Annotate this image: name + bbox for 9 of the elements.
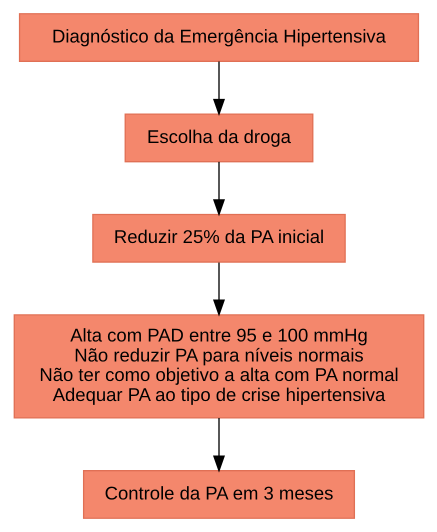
arrow xyxy=(212,62,225,116)
node-box: Escolha da droga xyxy=(124,113,313,162)
node-box: Controle da PA em 3 meses xyxy=(82,470,355,519)
arrow xyxy=(212,262,225,317)
node-box: Diagnóstico da Emergência Hipertensiva xyxy=(18,13,419,62)
node-box: Reduzir 25% da PA inicial xyxy=(92,214,346,263)
arrow xyxy=(212,418,225,473)
arrow xyxy=(212,162,225,216)
node-box: Alta com PAD entre 95 e 100 mmHg Não reduzir PA para níveis normais Não ter como objetivo a alta com PA normal Adequar PA ao tipo de crise hipertensiva xyxy=(13,314,424,419)
